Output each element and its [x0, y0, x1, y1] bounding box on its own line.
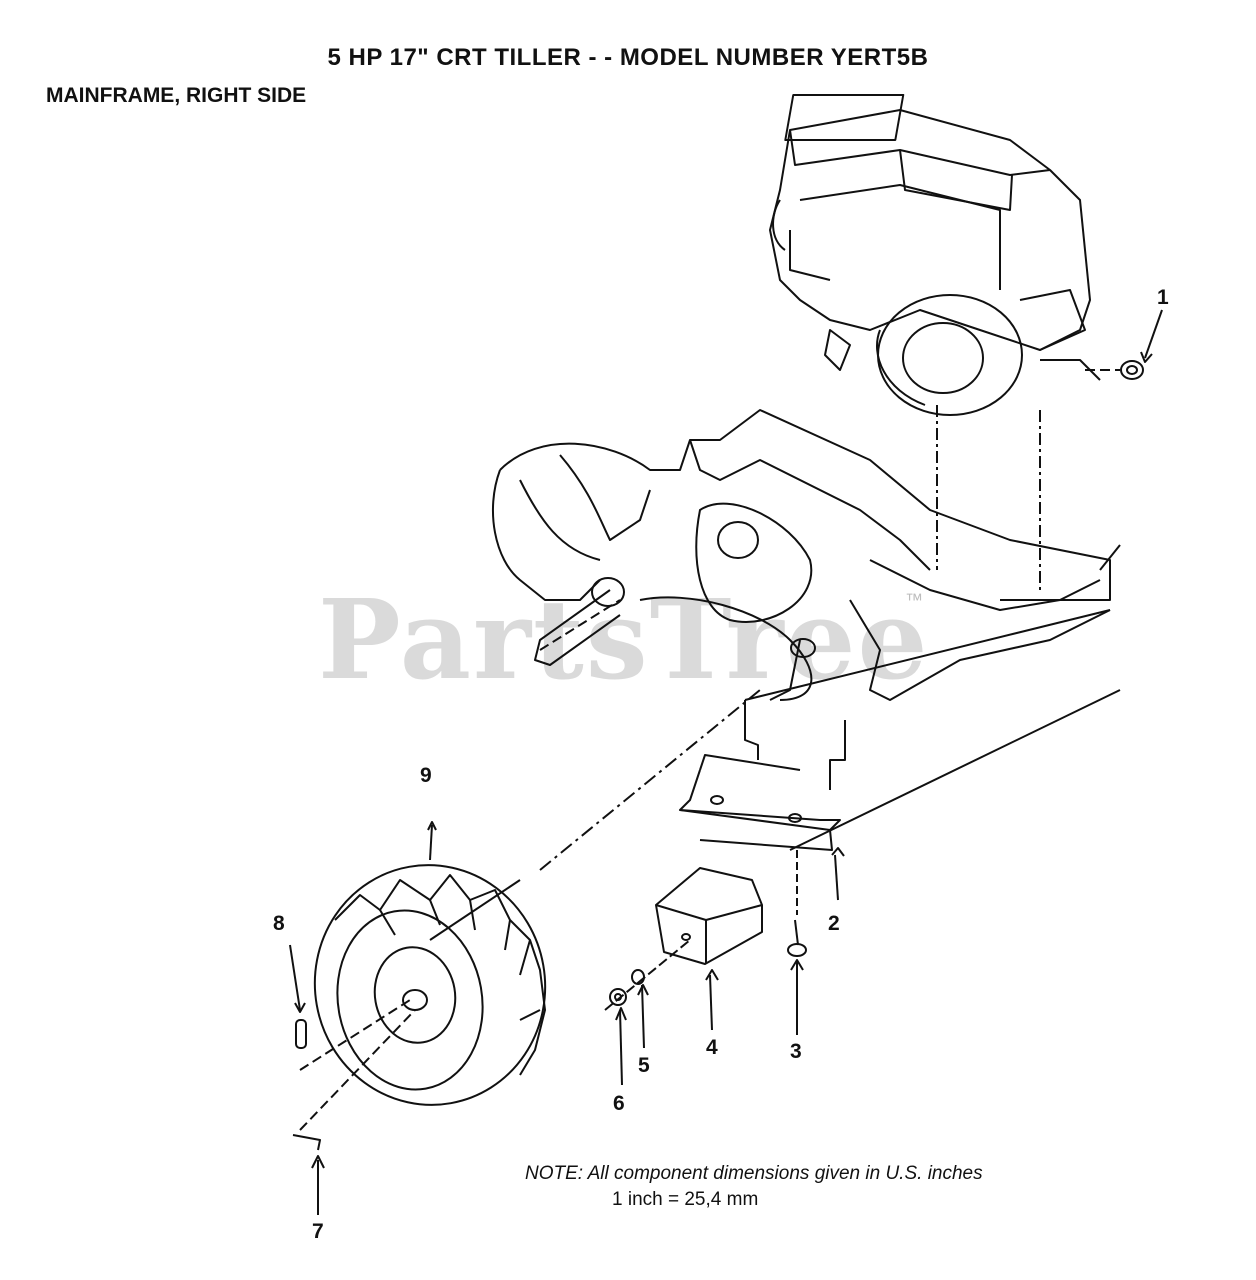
nut-part-6: [604, 939, 691, 1086]
weight-part-4: [655, 867, 763, 1031]
dimension-note: NOTE: All component dimensions given in …: [525, 1163, 983, 1184]
callout-5: 5: [638, 1054, 650, 1077]
diagram-title: 5 HP 17" CRT TILLER - - MODEL NUMBER YER…: [327, 44, 929, 71]
callout-1: 1: [1157, 286, 1169, 309]
nut-part-1: [1085, 309, 1163, 380]
diagram-subtitle: MAINFRAME, RIGHT SIDE: [46, 84, 307, 107]
pin-part-8: [289, 944, 411, 1071]
callout-2: 2: [828, 912, 840, 935]
bracket-part-2: [679, 700, 846, 901]
callout-3: 3: [790, 1040, 802, 1063]
callout-8: 8: [273, 912, 285, 935]
callout-7: 7: [312, 1220, 324, 1243]
tine-shield: [491, 409, 1111, 701]
engine: [769, 94, 1101, 416]
watermark-trademark: ™: [905, 590, 923, 610]
callout-6: 6: [613, 1092, 625, 1115]
wheel-part-9: [313, 689, 761, 1106]
callout-9: 9: [420, 764, 432, 787]
bolt-part-3: [787, 850, 807, 1035]
conversion-note: 1 inch = 25,4 mm: [612, 1189, 759, 1210]
clip-part-7: [292, 1009, 416, 1215]
callout-4: 4: [706, 1036, 718, 1059]
